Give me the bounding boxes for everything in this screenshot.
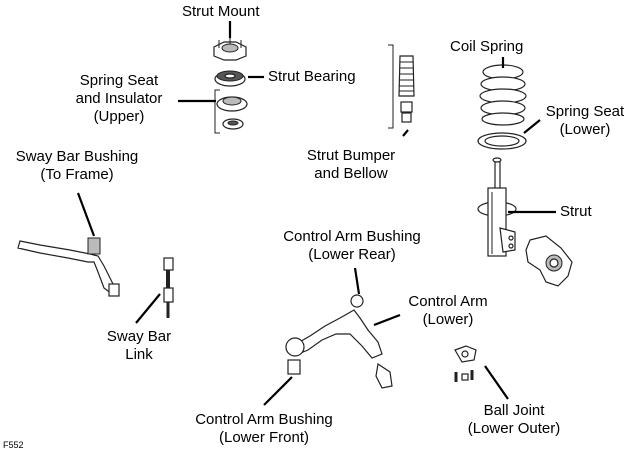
strut-bearing-part bbox=[214, 70, 246, 87]
spring-seat-upper-line-3: (Upper) bbox=[93, 108, 145, 125]
control-arm-bushing-rear-label: Control Arm Bushing (Lower Rear) bbox=[268, 228, 436, 264]
spring-seat-upper-line-2: and Insulator bbox=[75, 90, 163, 107]
spring-seat-bracket bbox=[214, 89, 220, 134]
coil-spring-label: Coil Spring bbox=[450, 38, 524, 55]
sway-bar-part bbox=[17, 237, 120, 297]
strut-mount-part bbox=[213, 34, 247, 61]
strut-bumper-line-1: Strut Bumper bbox=[306, 147, 396, 164]
sway-bar-link-line-1: Sway Bar bbox=[106, 328, 172, 345]
sway-bar-bushing-line-2: (To Frame) bbox=[40, 166, 114, 183]
control-arm-line-2: (Lower) bbox=[422, 311, 474, 328]
spring-seat-upper-part bbox=[216, 96, 248, 130]
bellow-bracket bbox=[388, 44, 394, 129]
sway-bar-link-label: Sway Bar Link bbox=[96, 328, 182, 364]
control-arm-bushing-front-line-1: Control Arm Bushing bbox=[195, 411, 333, 428]
ball-joint-label: Ball Joint (Lower Outer) bbox=[456, 402, 572, 438]
control-arm-bushing-rear-line-1: Control Arm Bushing bbox=[283, 228, 421, 245]
control-arm-bushing-front-line-2: (Lower Front) bbox=[218, 429, 310, 446]
spring-seat-lower-line-2: (Lower) bbox=[559, 121, 611, 138]
ball-joint-line-2: (Lower Outer) bbox=[467, 420, 561, 437]
spring-seat-lower-part bbox=[477, 132, 527, 150]
control-arm-part bbox=[285, 294, 393, 389]
figure-code: F552 bbox=[3, 440, 24, 450]
control-arm-label: Control Arm (Lower) bbox=[396, 293, 500, 329]
strut-bearing-label: Strut Bearing bbox=[268, 68, 356, 85]
ball-joint-part bbox=[454, 345, 477, 382]
strut-label: Strut bbox=[560, 203, 592, 220]
ball-joint-line-1: Ball Joint bbox=[483, 402, 545, 419]
strut-mount-label: Strut Mount bbox=[182, 3, 260, 20]
leader-lines bbox=[76, 21, 556, 406]
coil-spring-part bbox=[479, 64, 527, 126]
control-arm-bushing-rear-line-2: (Lower Rear) bbox=[308, 246, 396, 263]
spring-seat-upper-label: Spring Seat and Insulator (Upper) bbox=[60, 72, 178, 126]
sway-bar-link-line-2: Link bbox=[125, 346, 153, 363]
strut-bumper-part bbox=[398, 55, 415, 123]
steering-knuckle-part bbox=[525, 235, 573, 287]
control-arm-line-1: Control Arm bbox=[408, 293, 488, 310]
strut-part bbox=[477, 157, 517, 257]
sway-bar-bushing-line-1: Sway Bar Bushing bbox=[15, 148, 139, 165]
spring-seat-upper-line-1: Spring Seat bbox=[79, 72, 159, 89]
spring-seat-lower-line-1: Spring Seat bbox=[545, 103, 625, 120]
sway-bar-link-part bbox=[163, 257, 174, 318]
strut-bumper-label: Strut Bumper and Bellow bbox=[292, 147, 410, 183]
spring-seat-lower-label: Spring Seat (Lower) bbox=[540, 103, 630, 139]
control-arm-bushing-front-label: Control Arm Bushing (Lower Front) bbox=[180, 411, 348, 447]
strut-bumper-line-2: and Bellow bbox=[314, 165, 388, 182]
sway-bar-bushing-label: Sway Bar Bushing (To Frame) bbox=[4, 148, 150, 184]
